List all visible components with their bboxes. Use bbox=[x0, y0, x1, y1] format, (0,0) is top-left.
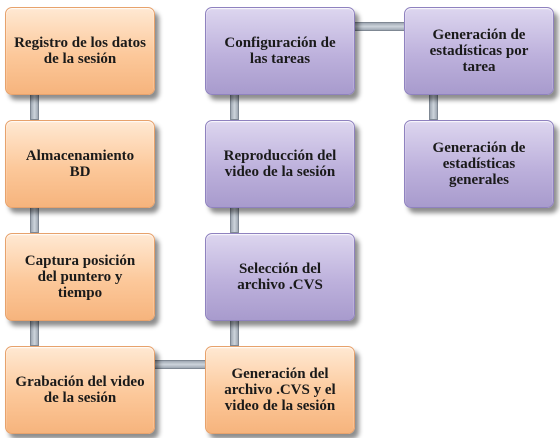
node-grabacion-video-label: Grabación del video de la sesión bbox=[15, 374, 145, 406]
node-seleccion-archivo: Selección del archivo .CVS bbox=[205, 233, 355, 321]
node-configuracion-tareas: Configuración de las tareas bbox=[205, 7, 355, 95]
connector-configuracion-estadisticas bbox=[354, 22, 408, 31]
node-reproduccion-video: Reproducción del video de la sesión bbox=[205, 120, 355, 208]
node-grabacion-video: Grabación del video de la sesión bbox=[5, 346, 155, 434]
node-configuracion-tareas-label: Configuración de las tareas bbox=[224, 35, 336, 67]
node-registro-datos: Registro de los datos de la sesión bbox=[5, 7, 155, 95]
node-reproduccion-video-label: Reproducción del video de la sesión bbox=[223, 148, 337, 180]
connector-generacion-seleccion bbox=[230, 320, 239, 346]
node-estadisticas-tarea-label: Generación de estadísticas por tarea bbox=[429, 27, 529, 75]
connector-captura-grabacion bbox=[30, 320, 39, 346]
node-almacenamiento-bd: Almacenamiento BD bbox=[5, 120, 155, 208]
connector-reproduccion-configuracion bbox=[230, 94, 239, 120]
connector-seleccion-reproduccion bbox=[230, 207, 239, 233]
node-captura-puntero: Captura posición del puntero y tiempo bbox=[5, 233, 155, 321]
node-estadisticas-generales-label: Generación de estadísticas generales bbox=[432, 140, 526, 188]
node-seleccion-archivo-label: Selección del archivo .CVS bbox=[237, 261, 323, 293]
connector-grabacion-generacion bbox=[154, 360, 208, 369]
node-generacion-archivo: Generación del archivo .CVS y el video d… bbox=[205, 346, 355, 434]
connector-estadisticas-tarea-generales bbox=[429, 94, 438, 120]
node-estadisticas-tarea: Generación de estadísticas por tarea bbox=[404, 7, 554, 95]
node-captura-puntero-label: Captura posición del puntero y tiempo bbox=[24, 253, 136, 301]
node-estadisticas-generales: Generación de estadísticas generales bbox=[404, 120, 554, 208]
node-generacion-archivo-label: Generación del archivo .CVS y el video d… bbox=[224, 366, 336, 414]
connector-almacenamiento-captura bbox=[30, 207, 39, 233]
connector-registro-almacenamiento bbox=[30, 94, 39, 120]
node-registro-datos-label: Registro de los datos de la sesión bbox=[14, 35, 146, 67]
node-almacenamiento-bd-label: Almacenamiento BD bbox=[25, 148, 135, 180]
